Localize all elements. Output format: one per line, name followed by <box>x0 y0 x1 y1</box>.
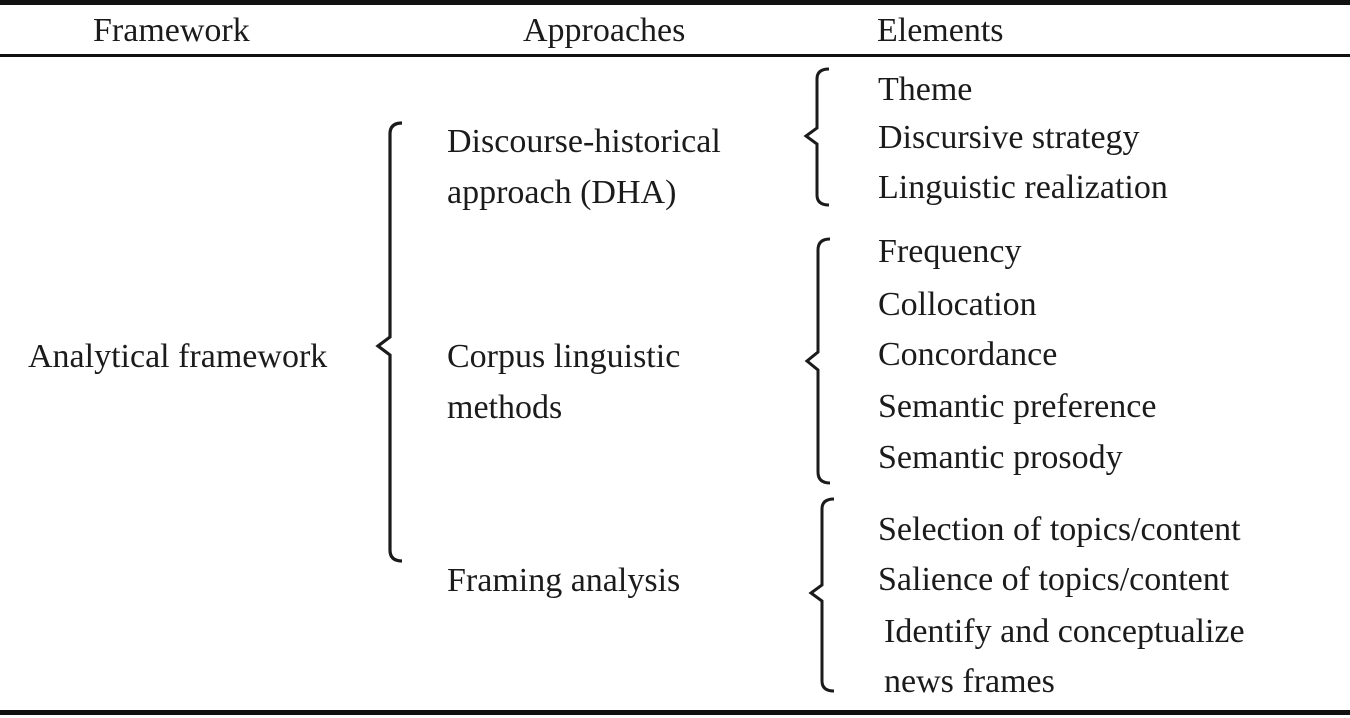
dha-elements-brace curly-brace <box>801 67 833 207</box>
element-linguistic-realization: Linguistic realization <box>878 169 1168 206</box>
element-concordance: Concordance <box>878 336 1058 373</box>
element-news-frames: news frames <box>884 663 1055 700</box>
framing-elements-brace curly-brace <box>806 497 838 693</box>
element-frequency: Frequency <box>878 233 1022 270</box>
element-semantic-prosody: Semantic prosody <box>878 439 1123 476</box>
header-rule <box>0 54 1350 57</box>
bottom-rule <box>0 710 1350 715</box>
element-semantic-preference: Semantic preference <box>878 388 1157 425</box>
column-header-framework: Framework <box>93 12 250 49</box>
corpus-elements-brace curly-brace <box>802 237 834 485</box>
approach-corpus-line2: methods <box>447 389 563 426</box>
framework-approaches-brace curly-brace <box>374 121 406 563</box>
element-theme: Theme <box>878 71 973 108</box>
column-header-approaches: Approaches <box>523 12 686 49</box>
element-salience-of-topics: Salience of topics/content <box>878 561 1230 598</box>
element-selection-of-topics: Selection of topics/content <box>878 511 1241 548</box>
column-header-elements: Elements <box>877 12 1004 49</box>
element-identify-conceptualize: Identify and conceptualize <box>884 613 1245 650</box>
approach-dha-line2: approach (DHA) <box>447 174 677 211</box>
top-rule <box>0 0 1350 5</box>
element-collocation: Collocation <box>878 286 1037 323</box>
approach-dha-line1: Discourse-historical <box>447 123 721 160</box>
approach-corpus-line1: Corpus linguistic <box>447 338 681 375</box>
element-discursive-strategy: Discursive strategy <box>878 119 1140 156</box>
approach-framing-line1: Framing analysis <box>447 562 681 599</box>
framework-label: Analytical framework <box>28 338 328 375</box>
